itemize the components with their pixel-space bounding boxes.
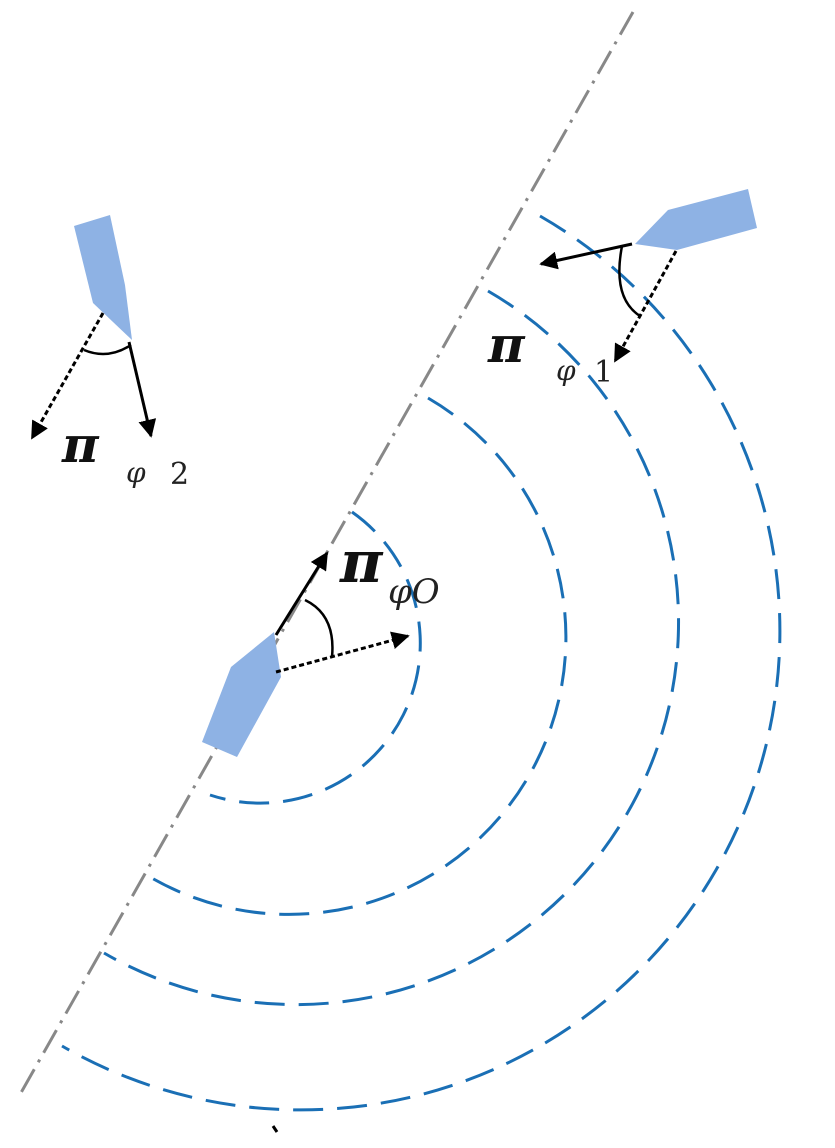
bottom-tick: [271, 1125, 279, 1133]
label-pi-0: π φO: [339, 528, 440, 612]
target-ship-2-angle-arc: [83, 343, 132, 356]
target-ship-2: [30, 215, 157, 440]
label-pi-1-main: π: [487, 315, 526, 374]
target-ship-2-hull: [74, 215, 132, 340]
target-ship-1-bearing-arrow: [613, 250, 678, 363]
label-pi-0-main: π: [339, 528, 384, 596]
own-ship-hull: [202, 632, 281, 757]
target-ship-1-hull: [635, 189, 757, 250]
range-ring-1: [209, 510, 422, 805]
heading-axis-line: [16, 11, 635, 1099]
label-pi-1: π φ 1: [487, 315, 613, 390]
label-pi-2-num: 2: [170, 457, 189, 492]
own-ship: [202, 551, 410, 757]
label-pi-2: π φ 2: [61, 415, 189, 492]
range-ring-2: [149, 396, 568, 916]
range-rings: [61, 214, 782, 1112]
label-pi-2-sub: φ: [126, 456, 146, 489]
range-ring-3: [103, 289, 681, 1007]
own-ship-bearing-arrow: [275, 631, 410, 674]
target-ship-1: [539, 189, 757, 363]
own-ship-heading-arrow: [274, 551, 329, 636]
label-pi-1-sub: φ: [556, 354, 576, 387]
target-ship-1-heading-arrow: [539, 242, 633, 270]
label-pi-2-main: π: [61, 415, 100, 474]
label-pi-0-sub: φO: [388, 572, 440, 612]
range-ring-4: [61, 214, 782, 1112]
target-ship-2-heading-arrow: [127, 341, 157, 438]
target-ship-1-angle-arc: [618, 245, 641, 318]
own-ship-angle-arc: [304, 598, 334, 658]
label-pi-1-num: 1: [594, 355, 613, 390]
